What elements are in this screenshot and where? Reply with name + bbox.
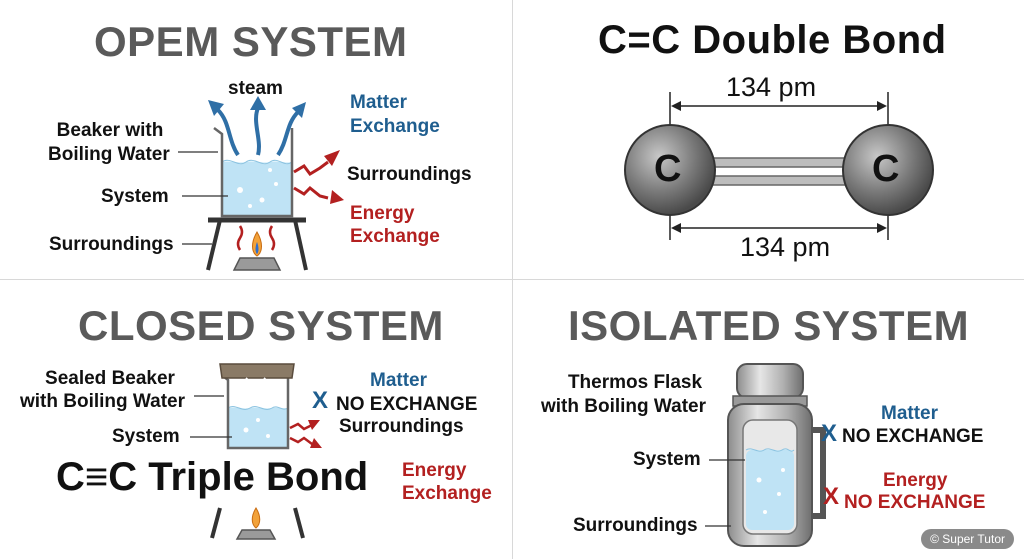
energy-exchange-label: Exchange [402,483,492,504]
matter-exchange-label: Exchange [350,116,440,137]
sealed-beaker-label-line1: Sealed Beaker [45,368,175,389]
triple-bond-text: C≡C Triple Bond [56,455,369,499]
closed-system-panel: CLOSED SYSTEM Sealed Beaker with Boiling… [0,280,512,559]
open-system-panel: OPEM SYSTEM steam Matter Exchange Beaker… [0,0,512,279]
flask-label-line1: Thermos Flask [567,372,703,393]
energy-no-exchange-label: NO EXCHANGE [844,492,986,513]
matter-no-exchange-label: NO EXCHANGE [842,426,984,447]
isolated-system-illustration [705,363,826,547]
surroundings-label: Surroundings [339,416,464,437]
carbon-atom-left-icon [624,124,716,216]
atom-left-label: C [654,148,682,190]
energy-label: Energy [350,203,415,224]
matter-x-icon: X [312,387,329,414]
surroundings-label-left: Surroundings [49,234,174,255]
matter-label: Matter [370,370,428,391]
energy-x-icon: X [823,483,840,510]
tripod-stand-icon [210,507,305,539]
matter-label: Matter [881,403,939,424]
open-system-illustration [178,96,344,271]
system-label: System [112,426,180,447]
double-bond-sticks [702,157,854,186]
heat-arrows [236,225,276,251]
energy-label: Energy [883,470,948,491]
steam-label: steam [228,78,283,99]
flask-label-line2: with Boiling Water [541,396,707,417]
matter-x-icon: X [821,420,838,447]
isolated-system-title: ISOLATED SYSTEM [568,302,970,349]
watermark-badge: © Super Tutor [921,529,1014,549]
system-label: System [101,186,169,207]
energy-arrows [293,160,329,200]
double-bond-illustration [624,92,934,240]
beaker-label-line1: Beaker with [56,120,164,141]
atom-right-label: C [872,148,900,190]
energy-exchange-label: Exchange [350,226,440,247]
bond-length-top: 134 pm [726,72,817,102]
energy-label: Energy [402,460,467,481]
beaker-icon [213,127,294,218]
thermos-flask-icon [727,363,826,547]
steam-arrows [216,107,300,157]
double-bond-title: C=C Double Bond [598,18,947,62]
horizontal-divider [0,279,1024,280]
beaker-label-line2: Boiling Water [48,144,170,165]
tripod-stand-icon [206,217,308,271]
surroundings-label-right: Surroundings [347,164,472,185]
burner-icon [235,507,277,540]
open-system-title: OPEM SYSTEM [94,18,408,65]
closed-system-illustration [190,363,322,540]
sealed-beaker-icon [219,363,295,450]
no-exchange-label: NO EXCHANGE [336,394,478,415]
isolated-system-panel: ISOLATED SYSTEM Thermos Flask with Boili… [513,280,1024,559]
matter-label: Matter [350,92,408,113]
energy-arrows [289,422,313,445]
carbon-atom-right-icon [842,124,934,216]
system-label: System [633,449,701,470]
closed-system-title: CLOSED SYSTEM [78,302,444,349]
sealed-beaker-label-line2: with Boiling Water [20,391,186,412]
bond-length-bottom: 134 pm [740,232,831,262]
double-bond-panel: C=C Double Bond 134 pm 134 pm C C [513,0,1024,279]
surroundings-label: Surroundings [573,515,698,536]
burner-icon [232,231,282,271]
